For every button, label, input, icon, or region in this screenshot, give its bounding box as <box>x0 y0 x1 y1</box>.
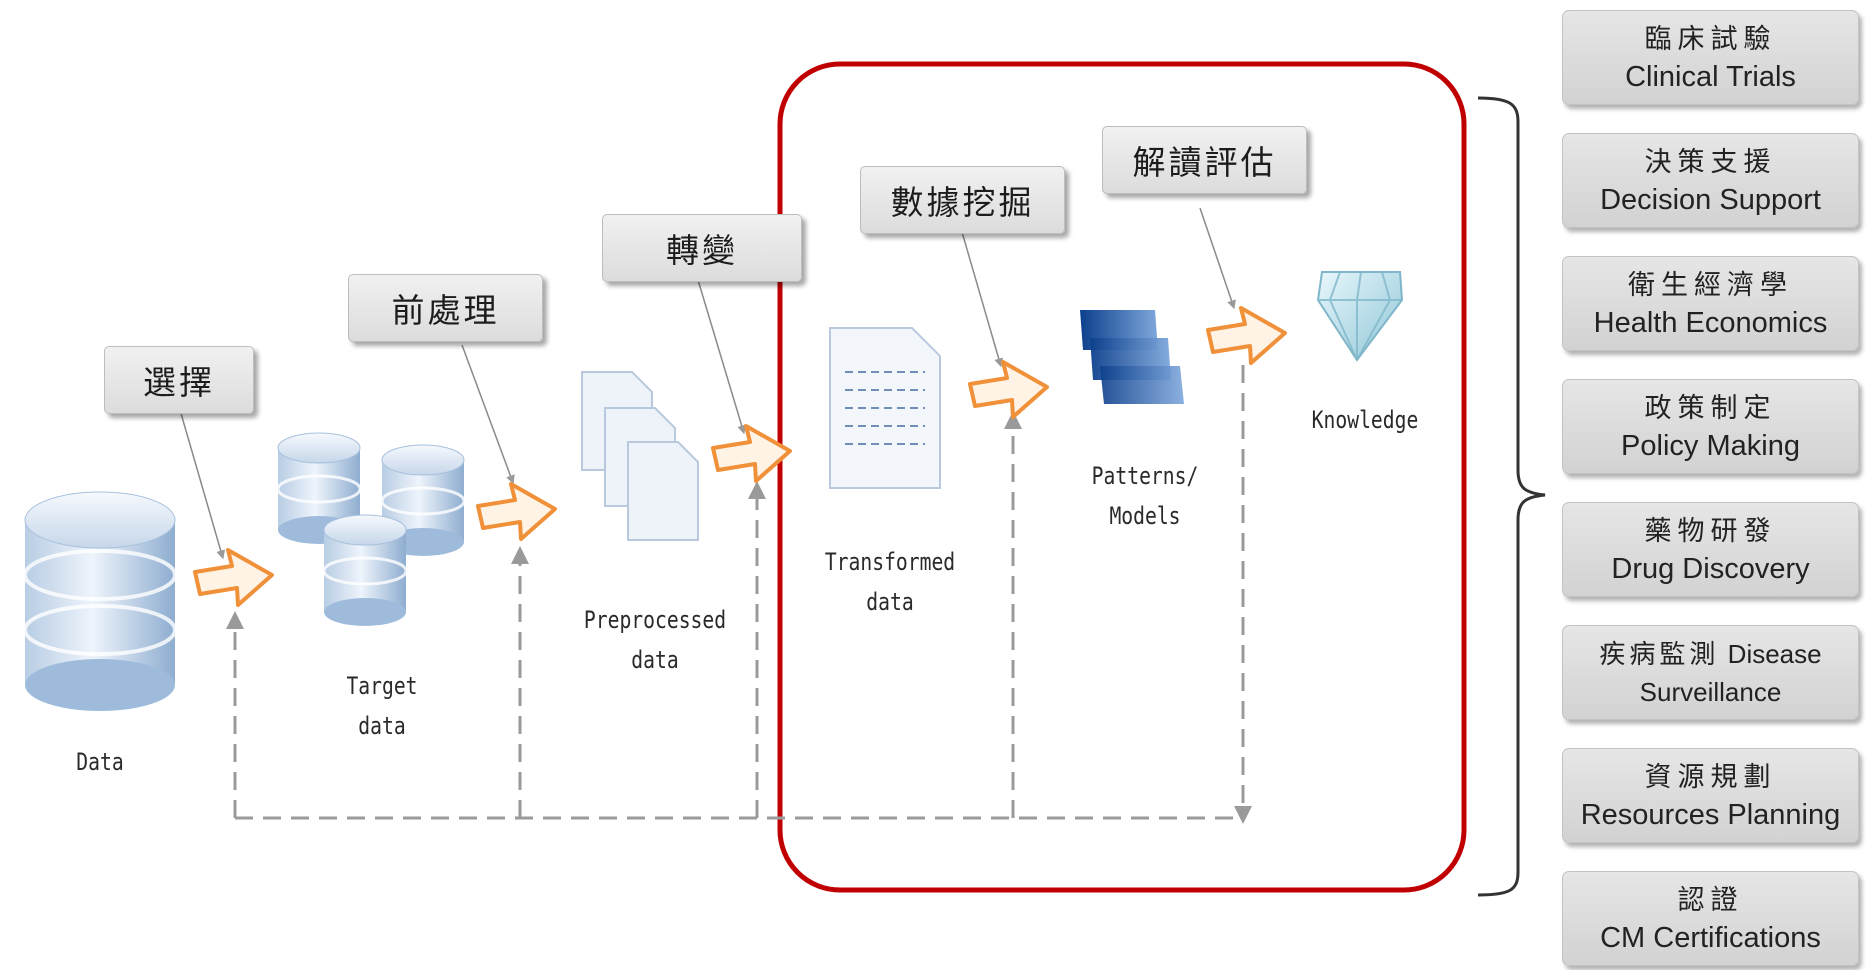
application-zh-label: 認證 <box>1677 884 1744 916</box>
patterns-models-icon <box>1080 310 1184 404</box>
application-resources-planning: 資源規劃 Resources Planning <box>1562 748 1859 843</box>
application-cm-certifications: 認證 CM Certifications <box>1562 871 1859 966</box>
step-selection-label: 選擇 <box>104 346 254 414</box>
application-zh-label: 政策制定 <box>1644 392 1777 424</box>
process-arrow-3 <box>711 424 792 483</box>
application-drug-discovery: 藥物研發 Drug Discovery <box>1562 502 1859 597</box>
target-database-icon <box>276 432 466 626</box>
application-en-label: Policy Making <box>1621 429 1800 462</box>
application-disease-surveillance: 疾病監測 Disease Surveillance <box>1562 625 1859 720</box>
application-zh-label: 資源規劃 <box>1644 761 1777 793</box>
application-zh-label: 藥物研發 <box>1644 515 1777 547</box>
application-zh-label: 疾病監測 <box>1599 639 1720 670</box>
process-arrow-4 <box>968 360 1049 419</box>
process-arrows <box>193 306 1287 607</box>
transformed-document-icon <box>829 327 941 489</box>
application-clinical-trials: 臨床試驗 Clinical Trials <box>1562 10 1859 105</box>
knowledge-diamond-icon <box>1316 271 1404 362</box>
application-en-label: Drug Discovery <box>1611 552 1810 585</box>
application-en-label: Surveillance <box>1639 676 1782 707</box>
process-arrow-1 <box>193 548 274 607</box>
process-arrow-5 <box>1206 306 1287 365</box>
application-en-label: Decision Support <box>1600 183 1821 216</box>
application-zh-label: 決策支援 <box>1644 146 1777 178</box>
preprocessed-documents-icon <box>581 371 699 541</box>
application-zh-label: 臨床試驗 <box>1644 23 1777 55</box>
stage-knowledge-caption: Knowledge <box>1311 406 1419 434</box>
process-arrow-2 <box>476 482 557 541</box>
step-preprocessing-label: 前處理 <box>348 274 543 342</box>
stage-patterns-caption: Patterns/Models <box>1091 462 1199 530</box>
application-en-label: Health Economics <box>1593 306 1828 339</box>
step-data-mining-label: 數據挖掘 <box>860 166 1065 234</box>
application-decision-support: 決策支援 Decision Support <box>1562 133 1859 228</box>
application-en-label: Disease <box>1727 638 1822 669</box>
applications-brace <box>1477 96 1546 897</box>
application-policy-making: 政策制定 Policy Making <box>1562 379 1859 474</box>
feedback-lines <box>226 365 1252 824</box>
step-transformation-label: 轉變 <box>602 214 802 282</box>
highlight-frame <box>777 61 1467 893</box>
application-health-economics: 衛生經濟學 Health Economics <box>1562 256 1859 351</box>
application-en-label: Resources Planning <box>1580 798 1841 831</box>
step-interpretation-label: 解讀評估 <box>1102 126 1307 194</box>
stage-data-caption: Data <box>76 748 124 776</box>
leader-lines <box>179 207 1236 560</box>
application-en-label: Clinical Trials <box>1625 60 1796 93</box>
application-zh-label: 衛生經濟學 <box>1628 269 1793 301</box>
application-en-label: CM Certifications <box>1600 921 1821 954</box>
data-database-icon <box>23 491 177 711</box>
